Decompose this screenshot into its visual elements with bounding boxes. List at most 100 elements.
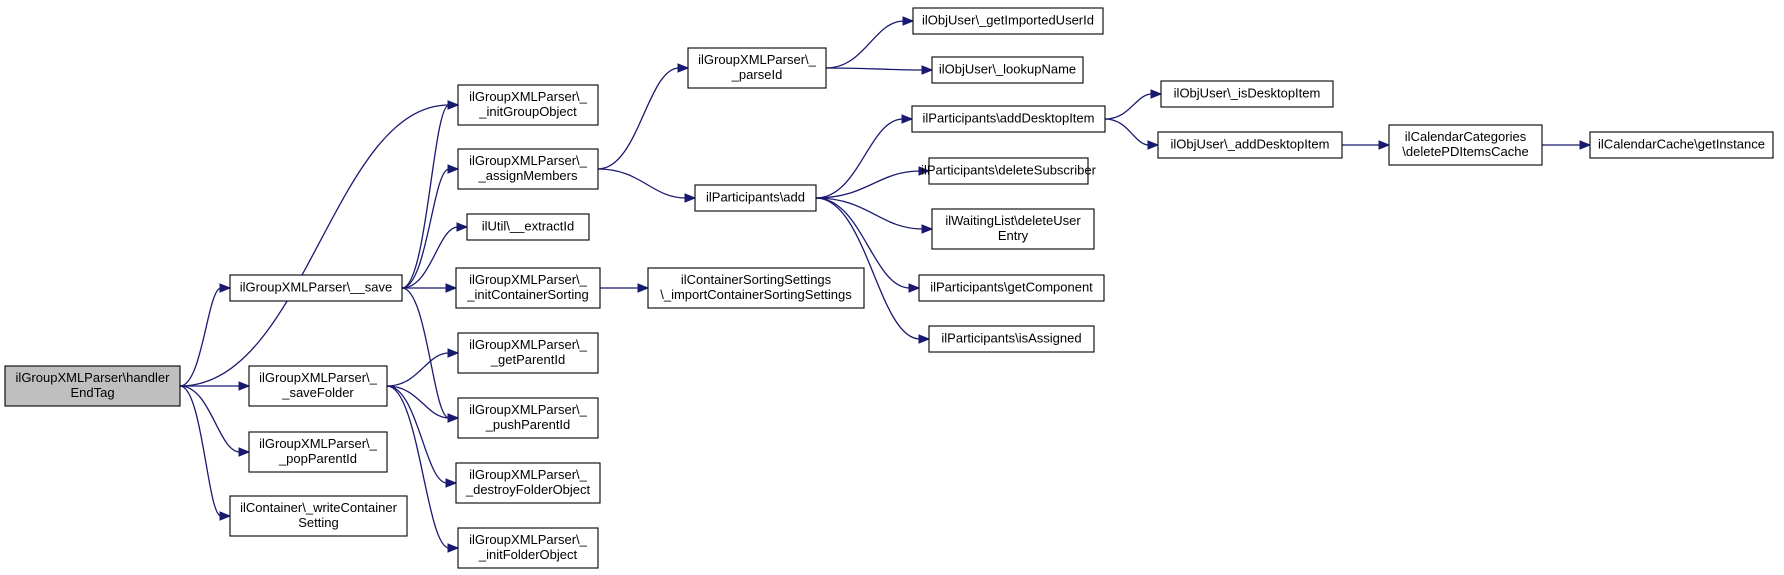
node-parse-id[interactable]: ilGroupXMLParser\__parseId bbox=[687, 47, 827, 89]
edge-arrowhead bbox=[447, 348, 460, 358]
node-label: ilGroupXMLParser\_ bbox=[469, 532, 588, 547]
node-save[interactable]: ilGroupXMLParser\__save bbox=[229, 274, 403, 302]
node-label: _initFolderObject bbox=[478, 547, 578, 562]
edge-root-to-init-group-object bbox=[179, 100, 460, 387]
node-pop-parent-id[interactable]: ilGroupXMLParser\__popParentId bbox=[248, 431, 388, 473]
edge-participants-add-to-delete-subscriber bbox=[815, 166, 931, 199]
edge-save-to-init-group-object bbox=[401, 100, 460, 289]
node-push-parent-id[interactable]: ilGroupXMLParser\__pushParentId bbox=[457, 397, 599, 439]
node-init-container-sorting[interactable]: ilGroupXMLParser\__initContainerSorting bbox=[455, 267, 601, 309]
node-label: ilGroupXMLParser\__save bbox=[240, 279, 392, 294]
node-label: ilObjUser\_getImportedUserId bbox=[922, 12, 1094, 27]
edge-save-folder-to-destroy-folder-object bbox=[386, 385, 458, 488]
edge-parse-id-to-lookup-name bbox=[825, 65, 934, 75]
node-box bbox=[457, 397, 599, 439]
node-label: _saveFolder bbox=[281, 385, 354, 400]
node-box bbox=[466, 213, 590, 241]
edge-line bbox=[386, 385, 450, 549]
edge-line bbox=[401, 168, 450, 289]
node-is-desktop-item[interactable]: ilObjUser\_isDesktopItem bbox=[1160, 80, 1334, 108]
edge-arrowhead bbox=[684, 193, 697, 203]
edge-obj-add-desktop-item-to-delete-pditems-cache bbox=[1342, 140, 1391, 150]
edge-save-to-init-container-sorting bbox=[402, 283, 458, 293]
edge-arrowhead bbox=[238, 447, 251, 457]
node-label: ilObjUser\_lookupName bbox=[939, 61, 1076, 76]
edge-arrowhead bbox=[447, 100, 460, 110]
edge-participants-add-to-add-desktop-item bbox=[815, 114, 914, 199]
node-label: ilGroupXMLParser\_ bbox=[469, 272, 588, 287]
node-delete-subscriber[interactable]: ilParticipants\deleteSubscriber bbox=[921, 157, 1097, 185]
node-save-folder[interactable]: ilGroupXMLParser\__saveFolder bbox=[248, 365, 388, 407]
node-label: ilParticipants\isAssigned bbox=[941, 330, 1081, 345]
edge-participants-add-to-delete-user-entry bbox=[815, 197, 934, 234]
edge-participants-add-to-is-assigned bbox=[815, 197, 931, 344]
edge-arrowhead bbox=[445, 283, 458, 293]
node-label: ilParticipants\add bbox=[706, 189, 805, 204]
edge-line bbox=[1104, 118, 1150, 146]
edge-line bbox=[815, 197, 924, 230]
edge-line bbox=[597, 67, 680, 170]
node-label: EndTag bbox=[70, 385, 114, 400]
node-get-instance[interactable]: ilCalendarCache\getInstance bbox=[1589, 131, 1774, 159]
node-box bbox=[687, 47, 827, 89]
node-label: ilGroupXMLParser\_ bbox=[469, 337, 588, 352]
edge-line bbox=[815, 197, 921, 340]
node-extract-id[interactable]: ilUtil\__extractId bbox=[466, 213, 590, 241]
node-is-assigned[interactable]: ilParticipants\isAssigned bbox=[928, 325, 1095, 353]
node-label: _pushParentId bbox=[485, 417, 571, 432]
node-add-desktop-item[interactable]: ilParticipants\addDesktopItem bbox=[911, 105, 1106, 133]
edge-root-to-write-container bbox=[179, 385, 232, 521]
node-import-sorting[interactable]: ilContainerSortingSettings\_importContai… bbox=[647, 267, 865, 309]
edge-arrowhead bbox=[908, 283, 921, 293]
node-label: ilCalendarCache\getInstance bbox=[1598, 136, 1765, 151]
edge-line bbox=[386, 352, 450, 387]
edge-add-desktop-item-to-is-desktop-item bbox=[1104, 89, 1163, 120]
edge-arrowhead bbox=[219, 283, 232, 293]
node-label: ilGroupXMLParser\_ bbox=[259, 436, 378, 451]
edge-arrowhead bbox=[921, 224, 934, 234]
node-label: ilGroupXMLParser\handler bbox=[16, 370, 171, 385]
edge-arrowhead bbox=[921, 65, 934, 75]
node-init-folder-object[interactable]: ilGroupXMLParser\__initFolderObject bbox=[457, 527, 599, 569]
node-label: _destroyFolderObject bbox=[465, 482, 591, 497]
edge-line bbox=[179, 385, 241, 453]
node-label: ilWaitingList\deleteUser bbox=[945, 213, 1081, 228]
edge-line bbox=[179, 104, 450, 387]
node-label: ilObjUser\_isDesktopItem bbox=[1174, 85, 1321, 100]
edge-arrowhead bbox=[1378, 140, 1391, 150]
edge-save-folder-to-get-parent-id bbox=[386, 348, 460, 387]
edge-line bbox=[386, 385, 448, 484]
node-get-imported-user-id[interactable]: ilObjUser\_getImportedUserId bbox=[912, 7, 1104, 35]
edge-line bbox=[401, 287, 450, 419]
node-label: ilContainerSortingSettings bbox=[681, 272, 832, 287]
edge-arrowhead bbox=[918, 166, 931, 176]
node-box bbox=[928, 325, 1095, 353]
node-label: ilGroupXMLParser\_ bbox=[469, 89, 588, 104]
node-obj-add-desktop-item[interactable]: ilObjUser\_addDesktopItem bbox=[1157, 131, 1343, 159]
edge-arrowhead bbox=[456, 222, 469, 232]
edge-line bbox=[401, 226, 459, 289]
node-lookup-name[interactable]: ilObjUser\_lookupName bbox=[931, 56, 1084, 84]
node-box bbox=[912, 7, 1104, 35]
node-label: _initContainerSorting bbox=[466, 287, 588, 302]
node-label: _parseId bbox=[731, 67, 783, 82]
node-assign-members[interactable]: ilGroupXMLParser\__assignMembers bbox=[457, 148, 599, 190]
node-box bbox=[911, 105, 1106, 133]
node-label: ilContainer\_writeContainer bbox=[240, 500, 397, 515]
edge-arrowhead bbox=[445, 478, 458, 488]
edge-line bbox=[597, 168, 687, 199]
node-get-component[interactable]: ilParticipants\getComponent bbox=[918, 274, 1105, 302]
node-delete-pditems-cache[interactable]: ilCalendarCategories\deletePDItemsCache bbox=[1388, 124, 1543, 166]
node-get-parent-id[interactable]: ilGroupXMLParser\__getParentId bbox=[457, 332, 599, 374]
node-init-group-object[interactable]: ilGroupXMLParser\__initGroupObject bbox=[457, 84, 599, 126]
node-box bbox=[248, 431, 388, 473]
edge-line bbox=[815, 170, 921, 199]
edge-line bbox=[815, 197, 911, 289]
node-participants-add[interactable]: ilParticipants\add bbox=[694, 184, 817, 212]
node-box bbox=[455, 267, 601, 309]
edge-delete-pditems-cache-to-get-instance bbox=[1542, 140, 1592, 150]
node-destroy-folder-object[interactable]: ilGroupXMLParser\__destroyFolderObject bbox=[455, 462, 601, 504]
